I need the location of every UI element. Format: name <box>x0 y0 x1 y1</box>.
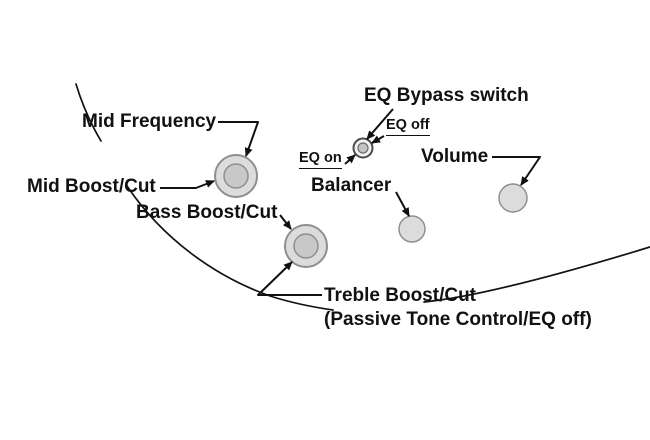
treble-boost-cut-leader <box>257 261 322 296</box>
volume-label: Volume <box>421 146 489 167</box>
bass-boost-cut-leader <box>279 214 292 230</box>
mid-frequency-leader <box>218 121 259 157</box>
volume-knob <box>498 183 528 213</box>
body-upper-horn-outline <box>75 83 102 142</box>
eq-on-leader <box>344 154 356 165</box>
body-lower-right-outline <box>423 246 650 303</box>
eq-off-label: EQ off <box>386 117 430 136</box>
body-lower-left-outline <box>126 185 334 311</box>
eq-bypass-switch-label: EQ Bypass switch <box>364 85 529 106</box>
eq-on-label: EQ on <box>299 150 342 169</box>
mid-frequency-label: Mid Frequency <box>82 111 217 132</box>
passive-tone-control-label: (Passive Tone Control/EQ off) <box>324 309 592 330</box>
eq-bypass-switch <box>352 137 374 159</box>
mid-boost-cut-label: Mid Boost/Cut <box>27 176 156 197</box>
mid-knob <box>214 154 258 198</box>
bass-boost-cut-label: Bass Boost/Cut <box>136 202 278 223</box>
eq-off-leader <box>371 135 385 144</box>
bass-treble-knob <box>284 224 328 268</box>
balancer-knob <box>398 215 426 243</box>
balancer-label: Balancer <box>311 175 392 196</box>
eq-bypass-switch-leader <box>366 108 394 140</box>
volume-leader <box>492 156 541 186</box>
mid-boost-cut-leader <box>160 180 215 189</box>
treble-boost-cut-label: Treble Boost/Cut <box>324 285 477 306</box>
balancer-leader <box>395 191 410 217</box>
